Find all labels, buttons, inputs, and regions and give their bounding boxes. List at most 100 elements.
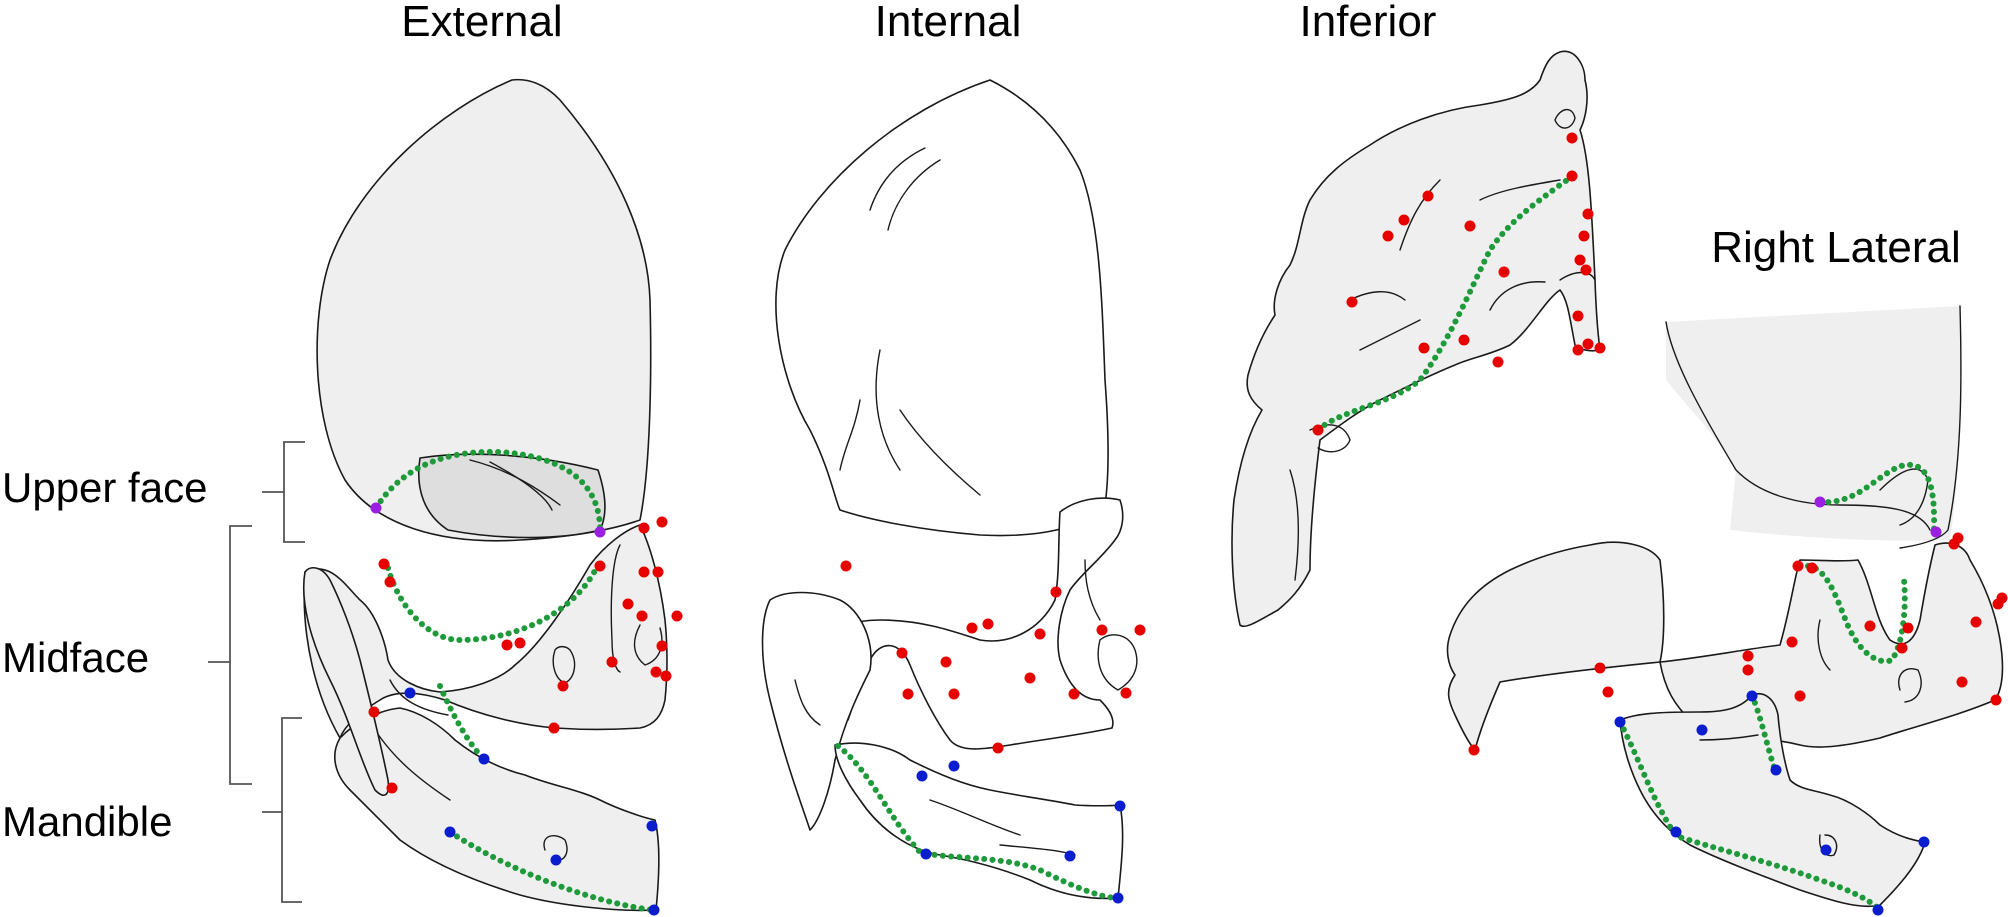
inferior-landmark-red — [1422, 190, 1434, 202]
external-landmark-red — [650, 666, 662, 678]
internal-landmark-red — [1134, 624, 1146, 636]
external-landmark-red — [606, 656, 618, 668]
external-landmark-red — [638, 566, 650, 578]
external-landmark-blue — [478, 753, 490, 765]
internal-landmark-red — [902, 688, 914, 700]
right-lateral-suture — [1819, 834, 1838, 857]
internal-landmark-red — [982, 618, 994, 630]
right-lateral-landmark-purple — [1930, 526, 1942, 538]
inferior-landmark-red — [1580, 264, 1592, 276]
internal-suture — [929, 799, 1021, 836]
internal-view — [761, 79, 1146, 904]
inferior-landmark-red — [1498, 266, 1510, 278]
external-mandible — [334, 707, 660, 912]
external-landmark-red — [652, 566, 664, 578]
right-lateral-suture — [1699, 734, 1759, 741]
external-frontal-bone — [316, 78, 652, 542]
inferior-landmark-red — [1582, 338, 1594, 350]
right-lateral-landmark-blue — [1872, 904, 1884, 916]
inferior-landmark-red — [1492, 356, 1504, 368]
right-lateral-landmark-blue — [1696, 724, 1708, 736]
inferior-landmark-red — [1574, 254, 1586, 266]
right-lateral-landmark-red — [1594, 662, 1606, 674]
external-landmark-red — [548, 722, 560, 734]
external-landmark-purple — [370, 502, 382, 514]
right-lateral-landmark-red — [1742, 650, 1754, 662]
right-lateral-landmark-blue — [1670, 826, 1682, 838]
external-landmark-red — [557, 680, 569, 692]
inferior-landmark-red — [1382, 230, 1394, 242]
internal-landmark-blue — [1114, 800, 1126, 812]
inferior-landmark-red — [1572, 344, 1584, 356]
external-orbit-line — [489, 461, 553, 511]
external-landmark-red — [594, 560, 606, 572]
inferior-landmark-red — [1464, 220, 1476, 232]
external-landmark-blue — [404, 687, 416, 699]
internal-landmark-blue — [920, 848, 932, 860]
internal-zygomatic — [761, 591, 872, 831]
external-landmark-red — [368, 706, 380, 718]
view-title-right-lateral: Right Lateral — [1711, 223, 1960, 272]
external-landmark-red — [384, 576, 396, 588]
inferior-landmark-red — [1346, 296, 1358, 308]
inferior-suture — [1289, 469, 1299, 581]
inferior-suture — [1479, 179, 1561, 201]
internal-landmark-red — [940, 656, 952, 668]
view-title-external: External — [401, 0, 562, 46]
right-lateral-landmark-red — [1602, 686, 1614, 698]
internal-suture — [887, 159, 941, 231]
internal-landmark-blue — [916, 770, 928, 782]
external-semilandmark-curve — [373, 448, 603, 533]
internal-landmark-blue — [948, 760, 960, 772]
right-lateral-landmark-red — [1902, 622, 1914, 634]
external-foramen — [552, 645, 576, 684]
external-orbit-roof — [417, 453, 606, 539]
external-landmark-purple — [594, 526, 606, 538]
region-brackets — [208, 441, 305, 903]
external-landmark-red — [378, 558, 390, 570]
right-lateral-landmark-red — [1742, 664, 1754, 676]
internal-landmark-blue — [1064, 850, 1076, 862]
external-midface-suture — [389, 679, 449, 716]
right-lateral-landmark-blue — [1820, 844, 1832, 856]
external-landmark-red — [638, 522, 650, 534]
right-lateral-landmark-red — [1990, 694, 2002, 706]
inferior-suture — [1554, 108, 1576, 129]
external-landmark-red — [636, 610, 648, 622]
inferior-landmark-red — [1566, 132, 1578, 144]
internal-landmark-red — [966, 622, 978, 634]
bracket-midface — [208, 525, 252, 785]
right-lateral-landmark-red — [1992, 598, 2004, 610]
external-landmark-red — [671, 610, 683, 622]
external-landmark-blue — [646, 820, 658, 832]
external-landmark-red — [514, 637, 526, 649]
inferior-landmark-red — [1418, 342, 1430, 354]
right-lateral-landmark-blue — [1918, 836, 1930, 848]
external-zygomatic — [302, 566, 390, 796]
inferior-landmark-red — [1572, 310, 1584, 322]
right-lateral-landmark-red — [1792, 560, 1804, 572]
inferior-semilandmark-curve — [1315, 167, 1581, 433]
bracket-upper-face — [262, 441, 305, 543]
external-mandible-suture — [374, 729, 451, 801]
right-lateral-view — [1446, 305, 2008, 916]
inferior-suture — [1399, 179, 1441, 251]
right-lateral-landmark-red — [1970, 616, 1982, 628]
right-lateral-semilandmark-curve — [1749, 692, 1778, 773]
region-labels: Upper face Midface Mandible — [2, 464, 207, 845]
right-lateral-landmark-red — [1468, 744, 1480, 756]
internal-landmark-red — [948, 688, 960, 700]
external-landmark-red — [660, 670, 672, 682]
internal-suture — [1097, 634, 1138, 691]
internal-landmark-blue — [1112, 892, 1124, 904]
inferior-landmark-red — [1582, 208, 1594, 220]
inferior-landmark-red — [1566, 170, 1578, 182]
inferior-landmark-red — [1312, 424, 1324, 436]
right-lateral-landmark-blue — [1770, 764, 1782, 776]
right-lateral-semilandmark-curve — [1817, 461, 1938, 533]
region-label-midface: Midface — [2, 634, 149, 681]
internal-suture — [794, 679, 821, 726]
external-midface-suture — [610, 544, 621, 673]
right-lateral-semilandmark-curve — [1805, 563, 1908, 665]
external-semilandmark-curve — [385, 557, 603, 644]
